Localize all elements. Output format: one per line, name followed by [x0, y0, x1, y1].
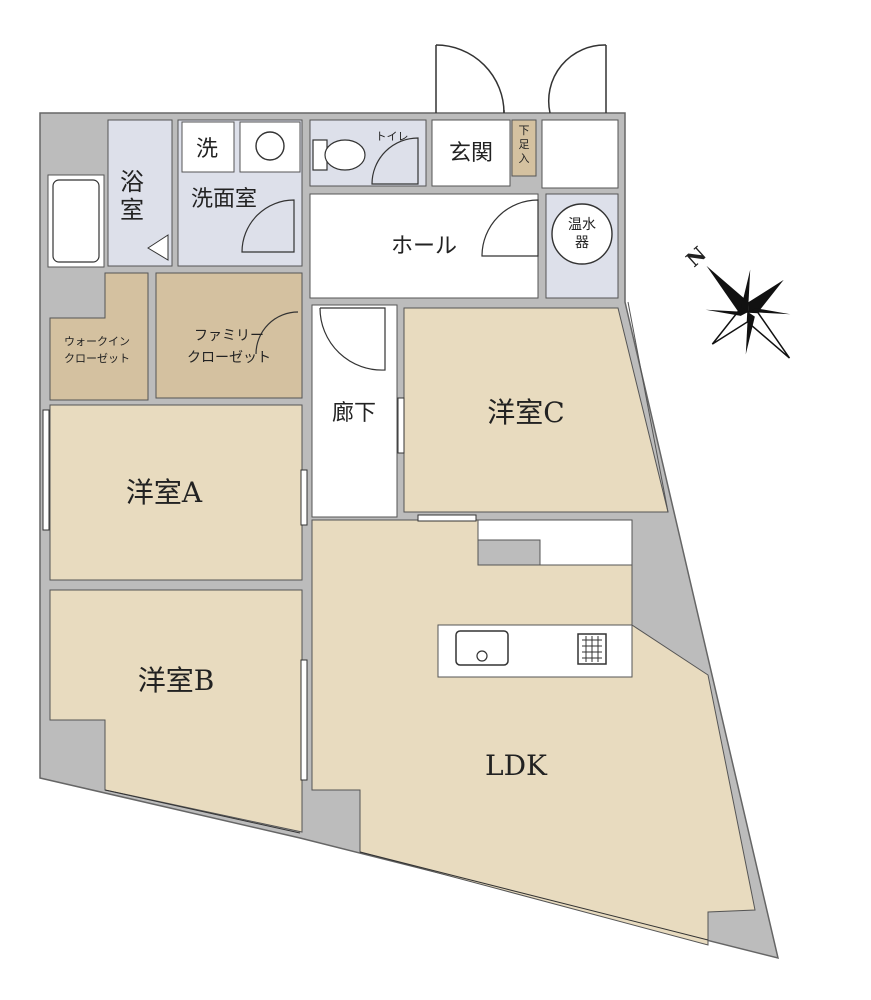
room-a-floor[interactable]: [49, 404, 303, 581]
windows: [104, 301, 709, 941]
bath-label-2: 室: [120, 196, 144, 224]
entrance-door-right: [547, 44, 607, 114]
corridor-label: 廊下: [332, 401, 376, 426]
family-closet-label-1: ファミリー: [194, 328, 264, 344]
sink-icon: [455, 630, 509, 666]
storage-box: [541, 119, 619, 189]
water-heater-icon: [551, 203, 613, 265]
entrance-label: 玄関: [449, 141, 493, 166]
washer-label: 洗: [196, 137, 218, 162]
entrance-floor: [431, 119, 511, 187]
toilet-icon: [312, 139, 366, 171]
family-closet-floor[interactable]: [155, 272, 303, 399]
shoe-box: [511, 119, 537, 177]
room-c-label: 洋室C: [487, 396, 564, 429]
toilet-label: トイレ: [376, 130, 409, 143]
walkin-closet-label-1: ウォークイン: [64, 335, 130, 348]
water-heater-label-1: 温水: [568, 217, 596, 233]
room-b-floor[interactable]: [49, 589, 303, 833]
entrance-door-left: [435, 44, 505, 114]
shoe-box-label-3: 入: [519, 152, 530, 165]
corridor-floor: [311, 304, 398, 518]
walkin-closet-label-2: クローゼット: [64, 352, 130, 365]
hall-floor: [309, 193, 539, 299]
kitchen-area: [477, 519, 633, 566]
stove-icon: [577, 633, 607, 665]
family-closet-label-2: クローゼット: [187, 350, 271, 366]
room-b-label: 洋室B: [138, 664, 215, 697]
sliding-doors: [42, 397, 477, 781]
ldk-floor[interactable]: [311, 519, 756, 946]
room-a-label: 洋室A: [126, 476, 203, 509]
washbasin-icon: [255, 131, 285, 161]
walkin-closet-floor[interactable]: [49, 272, 149, 401]
hall-label: ホール: [391, 234, 457, 259]
shoe-box-label-1: 下: [519, 124, 530, 137]
bath-label-1: 浴: [120, 168, 144, 196]
ldk-label: LDK: [485, 749, 548, 782]
shoe-box-label-2: 足: [519, 138, 530, 151]
north-label: N: [681, 242, 711, 272]
water-heater-label-2: 器: [575, 235, 589, 251]
compass-rose-icon: [705, 265, 791, 359]
washer-box: [181, 121, 235, 173]
washroom-label: 洗面室: [191, 187, 257, 212]
